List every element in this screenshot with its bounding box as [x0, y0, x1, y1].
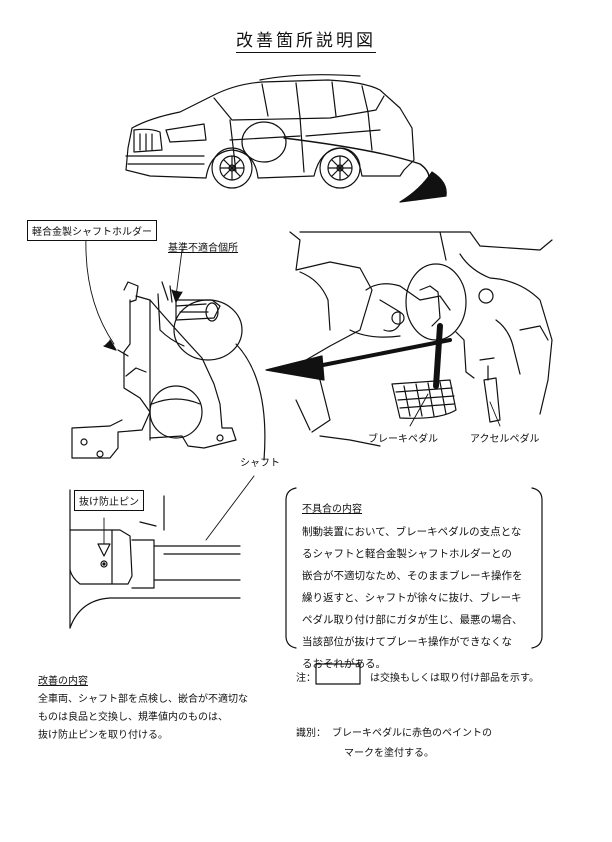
defect-line: ペダル取り付け部にガタが生じ、最悪の場合、: [302, 614, 523, 626]
shaft-holder-label: 軽合金製シャフトホルダー: [27, 220, 157, 241]
vehicle-illustration: [125, 74, 415, 189]
improvement-line: ものは良品と交換し、規準値内のものは、: [38, 712, 228, 723]
improvement-description: 改善の内容 全車両、シャフト部を点検し、嵌合が不適切な ものは良品と交換し、規準…: [38, 672, 298, 745]
retaining-pin-section: [69, 489, 241, 629]
defect-line: 当該部位が抜けてブレーキ操作ができなくな: [302, 636, 512, 648]
defect-line: 嵌合が不適切なため、そのままブレーキ操作を: [302, 570, 523, 582]
note-text: は交換もしくは取り付け部品を示す。: [370, 673, 539, 684]
identification-prefix: 識別：: [296, 728, 326, 739]
identification-line: ブレーキペダルに赤色のペイントの: [332, 728, 492, 739]
page-title: 改善箇所説明図: [236, 31, 376, 53]
improvement-line: 全車両、シャフト部を点検し、嵌合が不適切な: [38, 694, 248, 705]
defect-line: 制動装置において、ブレーキペダルの支点とな: [302, 526, 522, 538]
defect-heading: 不具合の内容: [302, 504, 362, 515]
pedal-box-illustration: [289, 231, 553, 447]
defect-line: 繰り返すと、シャフトが徐々に抜け、ブレーキ: [302, 592, 522, 604]
nonconforming-part-label: 基準不適合個所: [168, 243, 238, 254]
retaining-pin-label: 抜け防止ピン: [74, 490, 144, 511]
defect-line: るおそれがある。: [302, 658, 386, 670]
replacement-part-legend-box: [315, 663, 361, 685]
identification-line: マークを塗付する。: [344, 748, 434, 759]
defect-line: るシャフトと軽合金製シャフトホルダーとの: [302, 548, 512, 560]
improvement-line: 抜け防止ピンを取り付ける。: [38, 730, 168, 741]
accelerator-pedal-label: アクセルペダル: [470, 434, 540, 445]
shaft-holder-illustration: [71, 281, 266, 461]
note-prefix: 注：: [296, 673, 316, 684]
improvement-heading: 改善の内容: [38, 676, 88, 687]
brake-pedal-label: ブレーキペダル: [368, 434, 438, 445]
defect-description: 不具合の内容 制動装置において、ブレーキペダルの支点とな るシャフトと軽合金製シ…: [302, 500, 538, 675]
shaft-label: シャフト: [240, 458, 280, 469]
